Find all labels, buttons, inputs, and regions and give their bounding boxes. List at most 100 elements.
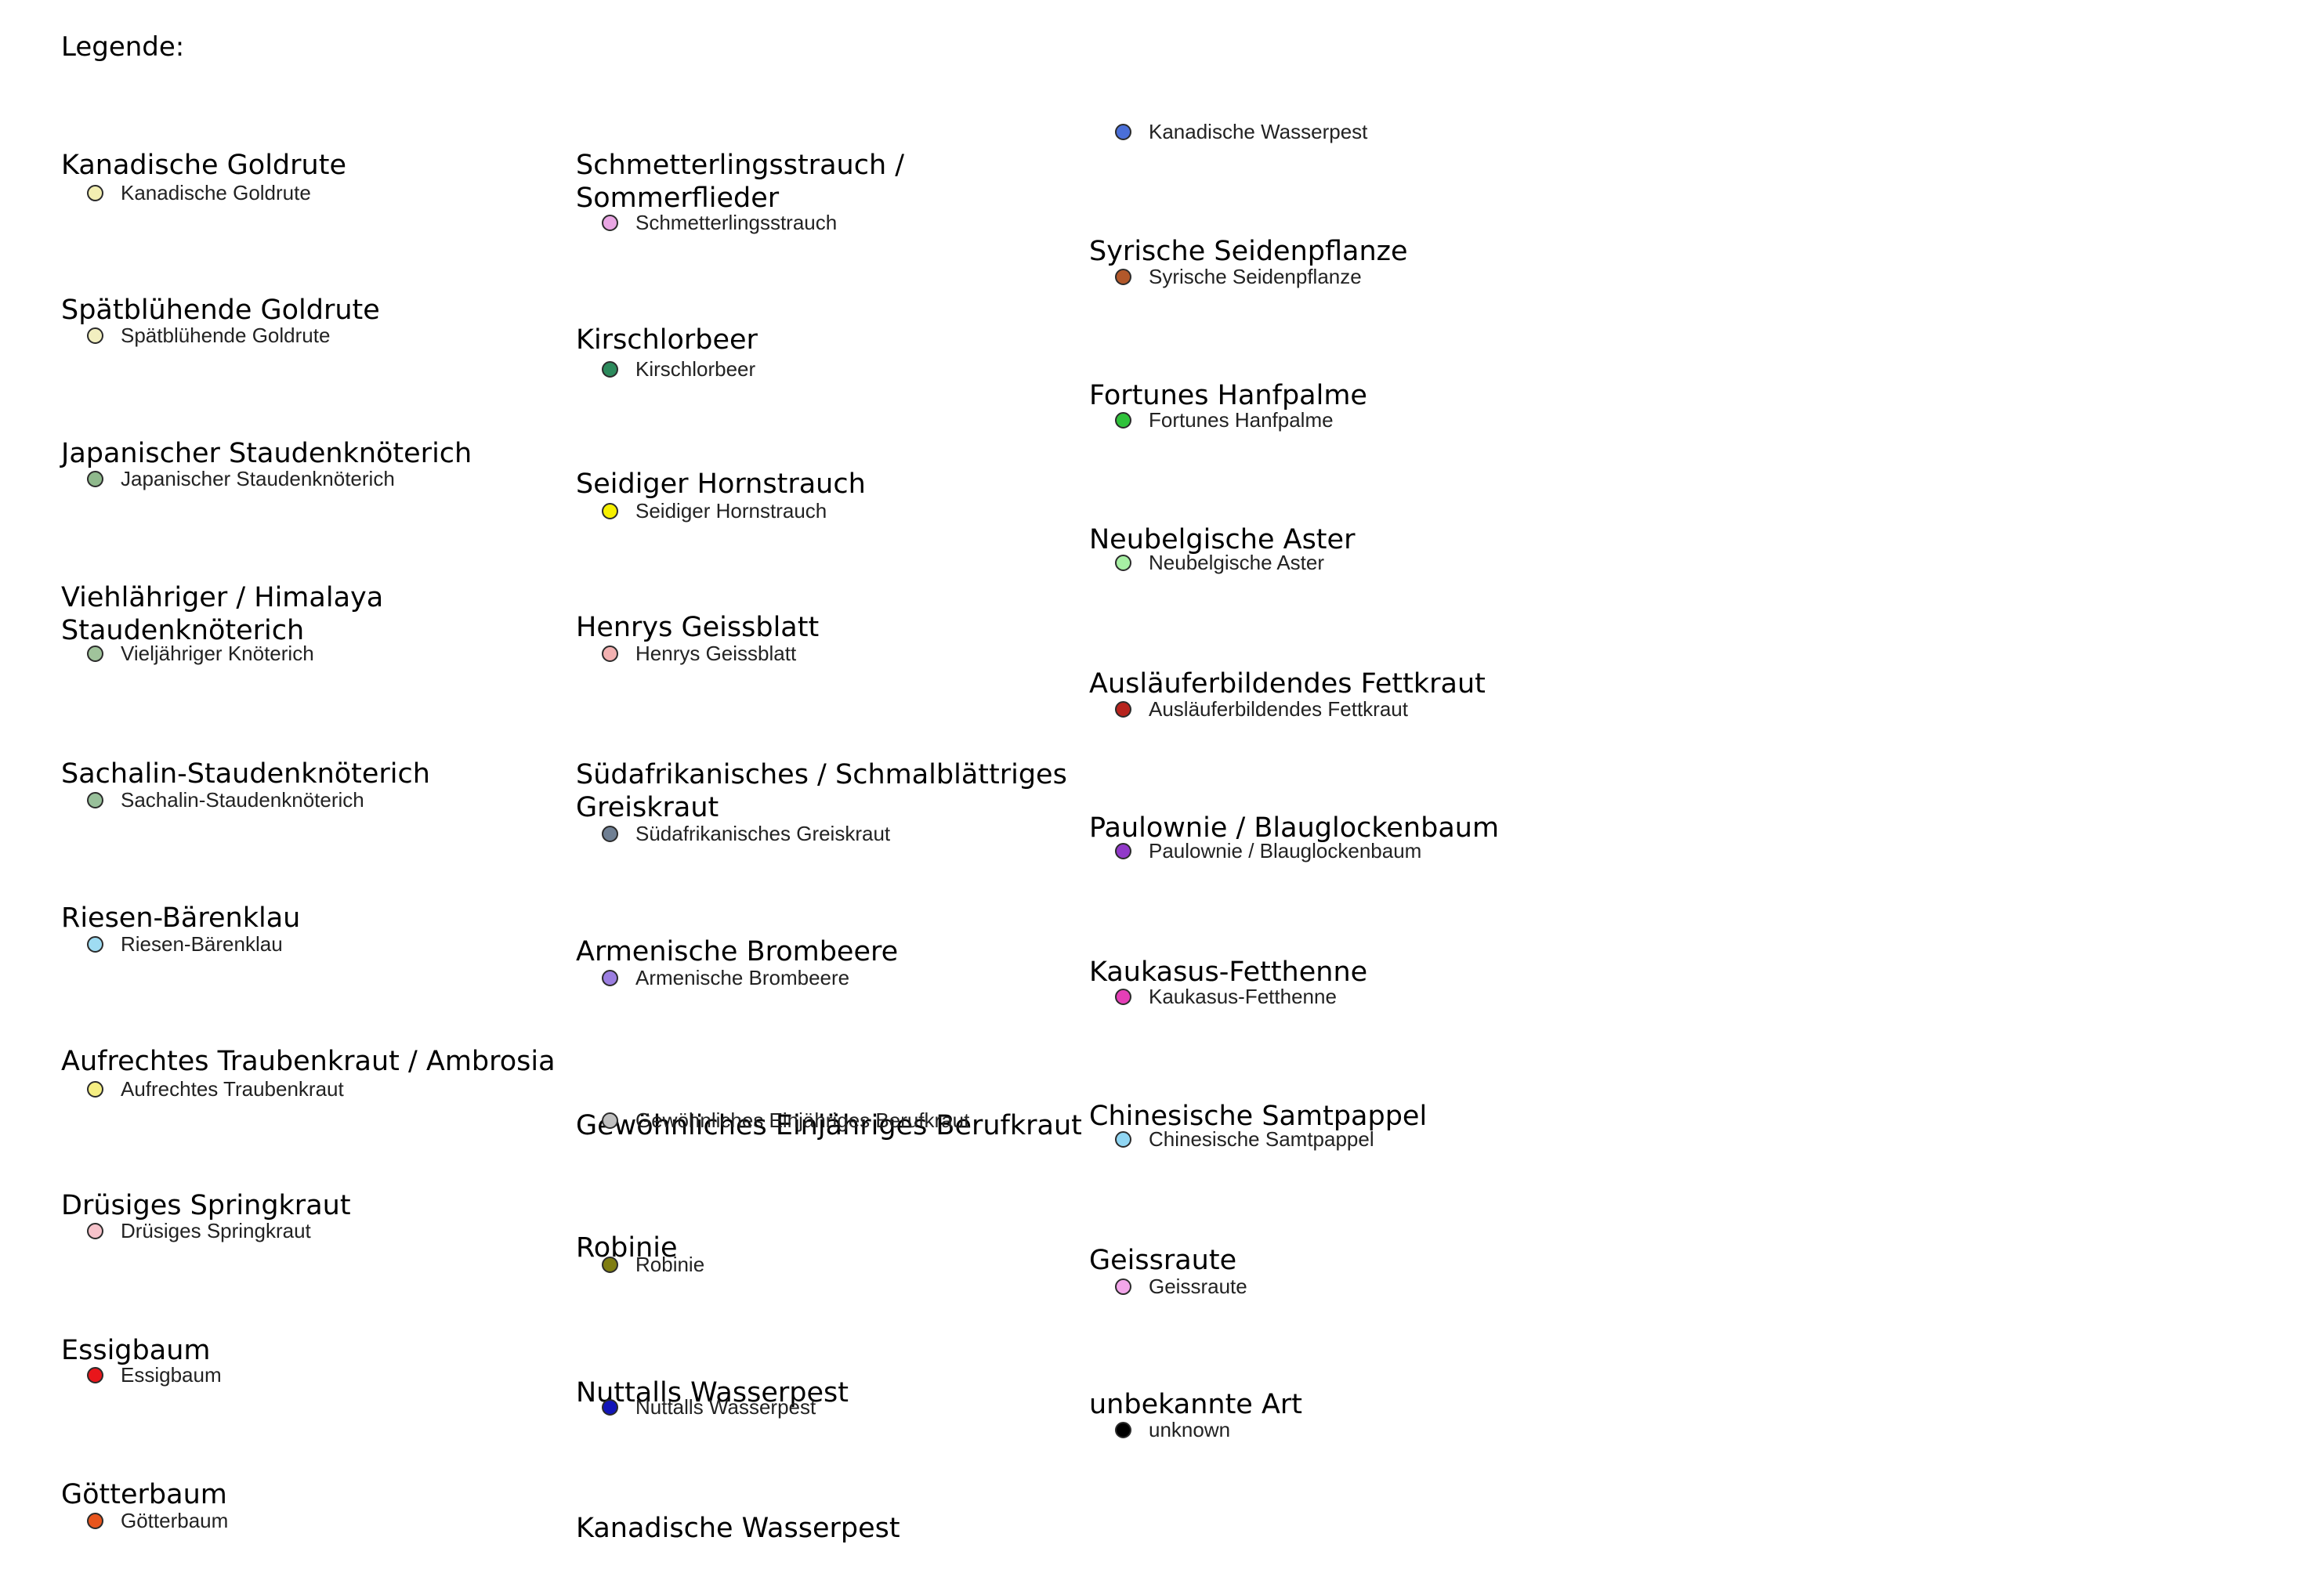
legend-item: Götterbaum <box>61 1506 228 1535</box>
legend-item-label: Aufrechtes Traubenkraut <box>121 1077 344 1101</box>
legend-item-label: Sachalin-Staudenknöterich <box>121 788 364 812</box>
legend-entry-heading: Fortunes Hanfpalme <box>1089 380 1367 411</box>
legend-entry-heading: Spätblühende Goldrute <box>61 295 380 326</box>
legend-item-label: unknown <box>1149 1418 1231 1441</box>
legend-entry-heading: Chinesische Samtpappel <box>1089 1101 1428 1132</box>
legend-entry-heading: Geissraute <box>1089 1245 1237 1276</box>
legend-item-label: Nuttalls Wasserpest <box>635 1395 816 1419</box>
legend-color-marker <box>602 1398 618 1416</box>
legend-item-label: Spätblühende Goldrute <box>121 324 331 347</box>
legend-item-label: Geissraute <box>1149 1275 1247 1298</box>
legend-entry-heading: Drüsiges Springkraut <box>61 1190 351 1221</box>
legend-item: Japanischer Staudenknöterich <box>61 465 395 493</box>
legend-item: Spätblühende Goldrute <box>61 321 330 349</box>
legend-item: Sachalin-Staudenknöterich <box>61 786 364 814</box>
legend-item-label: Gewöhnliches Einjähriges Berufkraut <box>635 1108 970 1132</box>
legend-color-marker <box>87 791 103 808</box>
legend-color-marker <box>1115 700 1131 718</box>
legend-entry-heading: Kaukasus-Fetthenne <box>1089 957 1368 988</box>
legend-entry-heading: Neubelgische Aster <box>1089 524 1356 555</box>
legend-color-marker <box>1115 988 1131 1005</box>
legend-item: Kanadische Wasserpest <box>1089 118 1367 146</box>
legend-entry-heading: Ausläuferbildendes Fettkraut <box>1089 668 1486 700</box>
legend-color-marker <box>602 214 618 231</box>
legend-item-label: Ausläuferbildendes Fettkraut <box>1149 697 1408 721</box>
legend-item: Neubelgische Aster <box>1089 548 1324 577</box>
legend-item-label: Chinesische Samtpappel <box>1149 1127 1374 1151</box>
legend-entry-heading: Viehlähriger / Himalaya Staudenknöterich <box>61 582 384 646</box>
legend-color-marker <box>1115 268 1131 285</box>
legend-color-marker <box>87 935 103 953</box>
legend-item: Drüsiges Springkraut <box>61 1217 311 1245</box>
legend-entry-heading: Sachalin-Staudenknöterich <box>61 758 430 790</box>
legend-color-marker <box>1115 411 1131 429</box>
legend-color-marker <box>87 1080 103 1098</box>
legend-color-marker <box>87 470 103 487</box>
legend-item-label: Fortunes Hanfpalme <box>1149 408 1334 432</box>
legend-color-marker <box>1115 1130 1131 1148</box>
legend-color-marker <box>602 502 618 519</box>
legend-color-marker <box>602 360 618 378</box>
legend-entry-heading: Kirschlorbeer <box>576 324 758 356</box>
legend-entry-heading: Paulownie / Blauglockenbaum <box>1089 812 1500 844</box>
legend-color-marker <box>602 645 618 662</box>
legend-entry-heading: Riesen-Bärenklau <box>61 902 301 934</box>
legend-item: Robinie <box>576 1250 704 1278</box>
legend-item-label: Neubelgische Aster <box>1149 551 1325 574</box>
legend-color-marker <box>87 1512 103 1529</box>
legend-entry-heading: Nuttalls Wasserpest <box>576 1377 849 1409</box>
legend-entry-heading: Robinie <box>576 1232 678 1264</box>
legend-item: unknown <box>1089 1416 1230 1444</box>
legend-item: Kaukasus-Fetthenne <box>1089 982 1337 1011</box>
legend-color-marker <box>1115 842 1131 859</box>
legend-item-label: Kanadische Goldrute <box>121 181 311 204</box>
legend-item: Vieljähriger Knöterich <box>61 639 314 667</box>
legend-color-marker <box>87 1366 103 1383</box>
legend-color-marker <box>87 1222 103 1239</box>
legend-item: Fortunes Hanfpalme <box>1089 406 1334 434</box>
legend-item-label: Götterbaum <box>121 1509 229 1532</box>
legend-entry-heading: Essigbaum <box>61 1335 211 1366</box>
legend-item-label: Japanischer Staudenknöterich <box>121 467 395 490</box>
legend-item: Aufrechtes Traubenkraut <box>61 1075 344 1103</box>
legend-entry-heading: Aufrechtes Traubenkraut / Ambrosia <box>61 1046 556 1077</box>
legend-color-marker <box>87 184 103 201</box>
legend-entry-heading: Seidiger Hornstrauch <box>576 468 866 500</box>
legend-entry-heading: Schmetterlingsstrauch / Sommerflieder <box>576 150 905 214</box>
legend-item-label: Kaukasus-Fetthenne <box>1149 985 1337 1008</box>
legend-entry-heading: Südafrikanisches / Schmalblättriges Grei… <box>576 759 1067 823</box>
legend-item: Henrys Geissblatt <box>576 639 796 667</box>
legend-entry-heading: Götterbaum <box>61 1479 227 1510</box>
legend-item: Chinesische Samtpappel <box>1089 1125 1374 1153</box>
legend-entry-heading: unbekannte Art <box>1089 1389 1303 1420</box>
legend-item: Essigbaum <box>61 1361 222 1389</box>
legend-entry-heading: Kanadische Wasserpest <box>576 1513 900 1544</box>
legend-item-label: Riesen-Bärenklau <box>121 932 283 956</box>
legend-entry-heading: Gewöhnliches Einjähriges Berufkraut <box>576 1110 1082 1141</box>
legend-color-marker <box>602 969 618 986</box>
legend-color-marker <box>1115 1278 1131 1295</box>
legend-item: Kanadische Goldrute <box>61 179 311 207</box>
legend-item: Schmetterlingsstrauch <box>576 208 837 237</box>
legend-item: Syrische Seidenpflanze <box>1089 262 1362 291</box>
legend-color-marker <box>1115 123 1131 140</box>
legend-entry-heading: Kanadische Goldrute <box>61 150 346 181</box>
legend-color-marker <box>602 1112 618 1129</box>
legend-item-label: Seidiger Hornstrauch <box>635 499 827 523</box>
legend-item: Armenische Brombeere <box>576 964 849 992</box>
legend-item: Nuttalls Wasserpest <box>576 1393 816 1421</box>
legend-item-label: Essigbaum <box>121 1363 222 1387</box>
legend-item-label: Drüsiges Springkraut <box>121 1219 311 1242</box>
legend-item-label: Kanadische Wasserpest <box>1149 120 1368 143</box>
legend-item: Geissraute <box>1089 1272 1247 1300</box>
legend-title: Legende: <box>61 31 185 63</box>
legend-color-marker <box>87 327 103 344</box>
legend-item: Seidiger Hornstrauch <box>576 497 827 525</box>
legend-item-label: Kirschlorbeer <box>635 357 756 381</box>
legend-color-marker <box>87 645 103 662</box>
legend-entry-heading: Armenische Brombeere <box>576 936 899 967</box>
legend-item-label: Schmetterlingsstrauch <box>635 211 838 234</box>
legend-entry-heading: Henrys Geissblatt <box>576 612 820 643</box>
legend-item: Ausläuferbildendes Fettkraut <box>1089 695 1408 723</box>
